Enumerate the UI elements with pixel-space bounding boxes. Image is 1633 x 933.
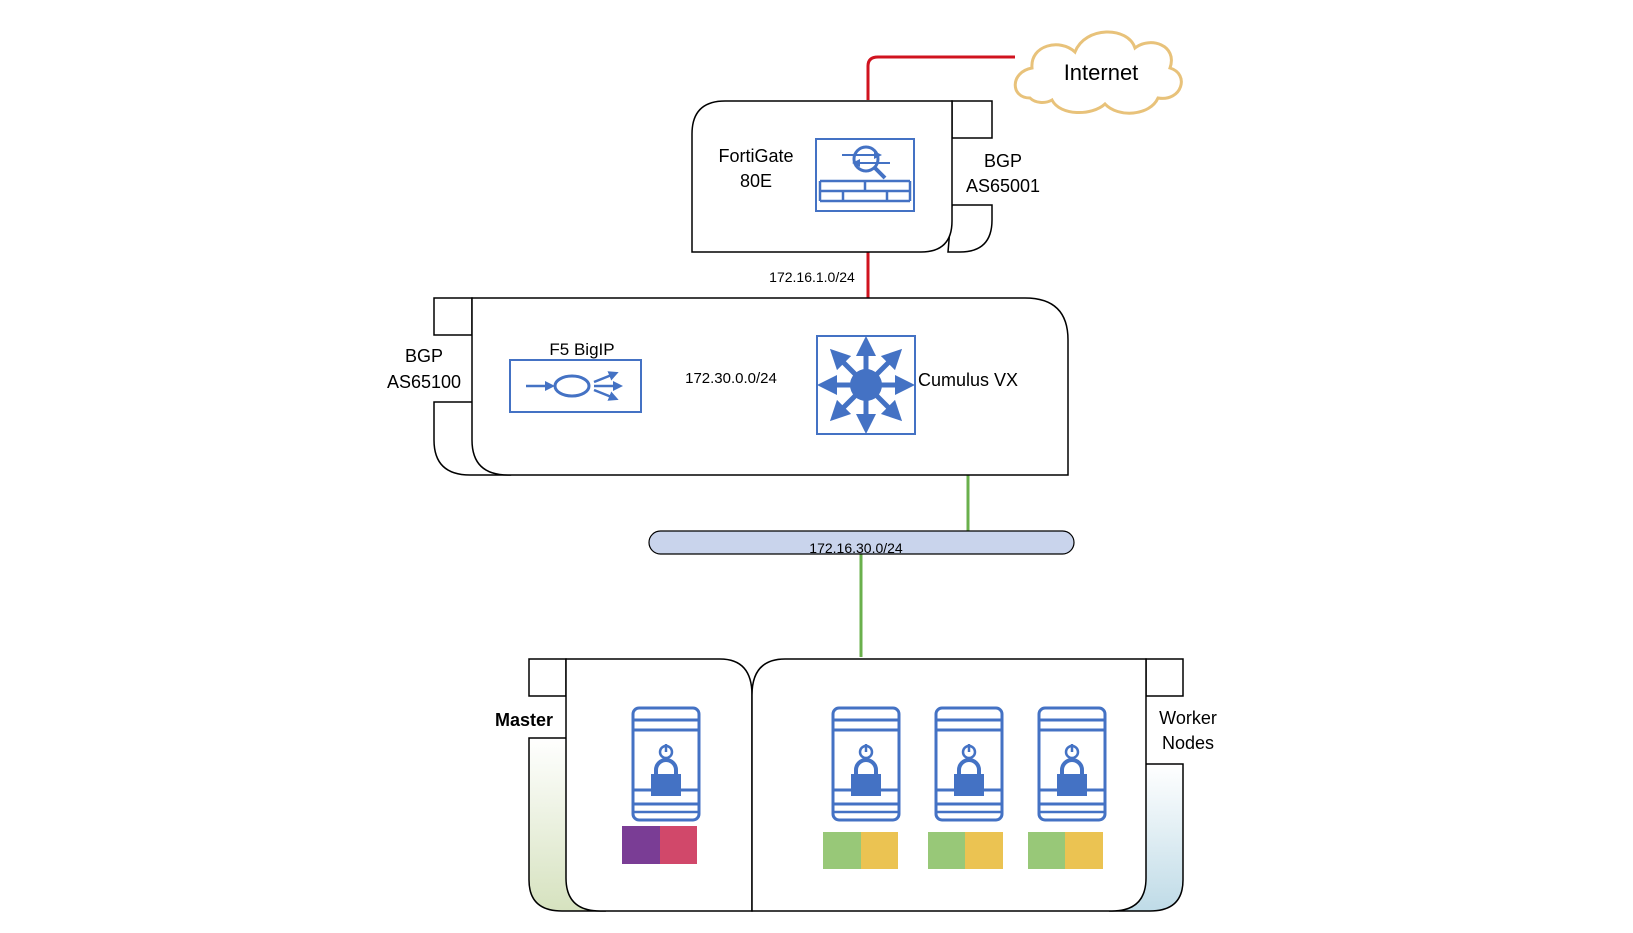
fortigate-group-back <box>947 204 993 253</box>
worker-chip-left <box>928 832 965 869</box>
cluster-group: Master Worker Nodes <box>495 658 1217 912</box>
wan-link <box>866 55 1015 100</box>
worker-node <box>928 706 1004 869</box>
worker-chip-right <box>861 832 898 869</box>
internet-cloud: Internet <box>1013 30 1183 115</box>
fortigate-as-label: AS65001 <box>966 176 1040 196</box>
worker-node <box>1028 706 1107 869</box>
layer3-switch-icon <box>816 335 916 435</box>
secure-server-icon <box>831 706 901 822</box>
fortigate-link-subnet-label: 172.16.1.0/24 <box>769 269 855 285</box>
core-group: BGP AS65100 F5 BigIP 172.30.0.0/24 <box>387 297 1069 476</box>
master-label: Master <box>495 710 553 730</box>
worker-group-tab <box>1145 658 1184 697</box>
firewall-icon <box>815 138 915 212</box>
core-group-body <box>471 297 1069 476</box>
load-balancer-icon <box>509 359 642 413</box>
bigip-label: F5 BigIP <box>549 340 614 359</box>
worker-node <box>823 706 901 869</box>
internet-label: Internet <box>1064 60 1139 85</box>
secure-server-icon <box>631 706 701 822</box>
fortigate-bgp-label: BGP <box>984 151 1022 171</box>
master-chip-left <box>622 826 660 864</box>
worker-label-line1: Worker <box>1159 708 1217 728</box>
bus-bar <box>648 530 1075 555</box>
master-node <box>622 706 701 864</box>
core-bgp-label: BGP <box>405 346 443 366</box>
worker-chip-right <box>965 832 1003 869</box>
fortigate-group: FortiGate 80E BGP AS65001 <box>691 100 1040 253</box>
bigip-link-subnet-label: 172.30.0.0/24 <box>685 370 777 387</box>
worker-chip-right <box>1065 832 1103 869</box>
worker-chip-left <box>823 832 861 869</box>
worker-label-line2: Nodes <box>1162 733 1214 753</box>
fortigate-name-line1: FortiGate <box>718 146 793 166</box>
core-as-label: AS65100 <box>387 372 461 392</box>
worker-chip-left <box>1028 832 1065 869</box>
bus-subnet-label: 172.16.30.0/24 <box>809 540 903 556</box>
cumulus-label: Cumulus VX <box>918 370 1018 390</box>
network-bus: 172.16.30.0/24 <box>648 530 1075 556</box>
cloud-icon <box>1013 30 1183 115</box>
fortigate-group-tab <box>951 100 993 139</box>
secure-server-icon <box>1037 706 1107 822</box>
core-group-tab <box>433 297 473 336</box>
master-chip-right <box>660 826 697 864</box>
secure-server-icon <box>934 706 1004 822</box>
master-group-tab <box>528 658 567 697</box>
fortigate-name-line2: 80E <box>740 171 772 191</box>
